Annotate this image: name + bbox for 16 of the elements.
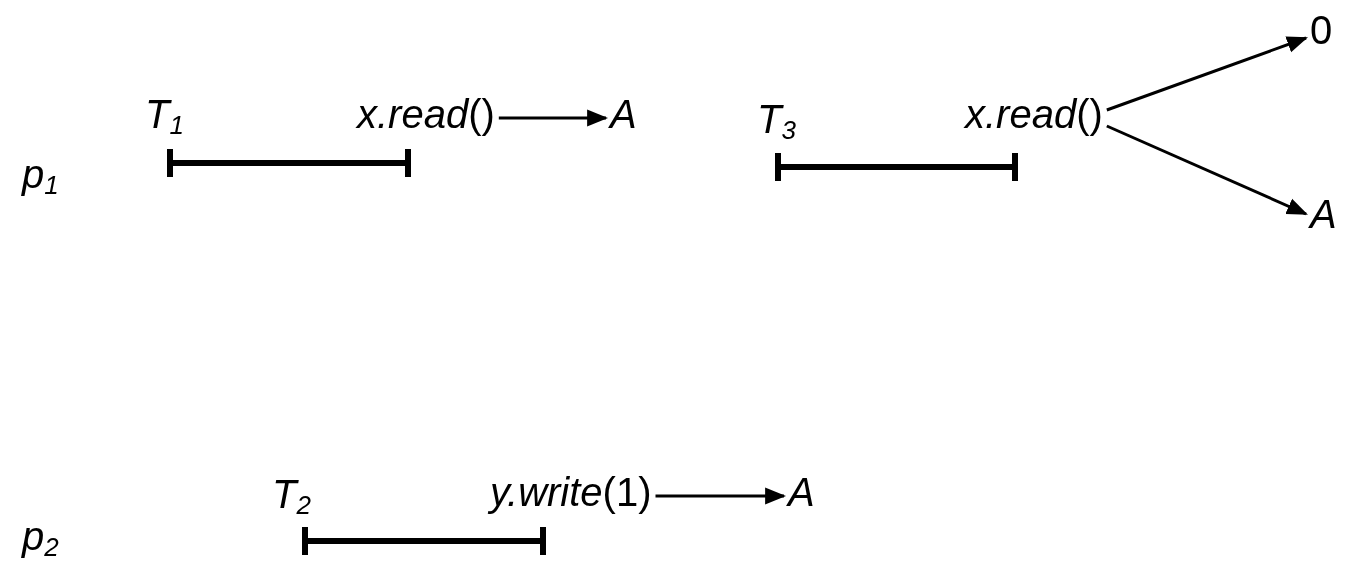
variable-label: T$_{1}$	[145, 92, 184, 136]
operation-label: x.read()	[965, 92, 1103, 136]
variable-label: p$_{1}$	[22, 152, 59, 196]
arrow	[498, 109, 609, 127]
variable-label: T$_{3}$	[757, 97, 796, 141]
variable-label: p$_{2}$	[22, 514, 59, 558]
operation-label: y.write(1)	[490, 470, 652, 514]
operation-label: 0	[1310, 8, 1333, 52]
arrow	[655, 487, 787, 505]
arrow	[1106, 124, 1308, 216]
variable-label: T$_{2}$	[272, 472, 311, 516]
operation-label: A	[610, 92, 637, 136]
operation-label: A	[1310, 192, 1337, 236]
operation-label: x.read()	[357, 92, 495, 136]
operation-label: A	[788, 470, 815, 514]
arrow	[1106, 36, 1308, 112]
